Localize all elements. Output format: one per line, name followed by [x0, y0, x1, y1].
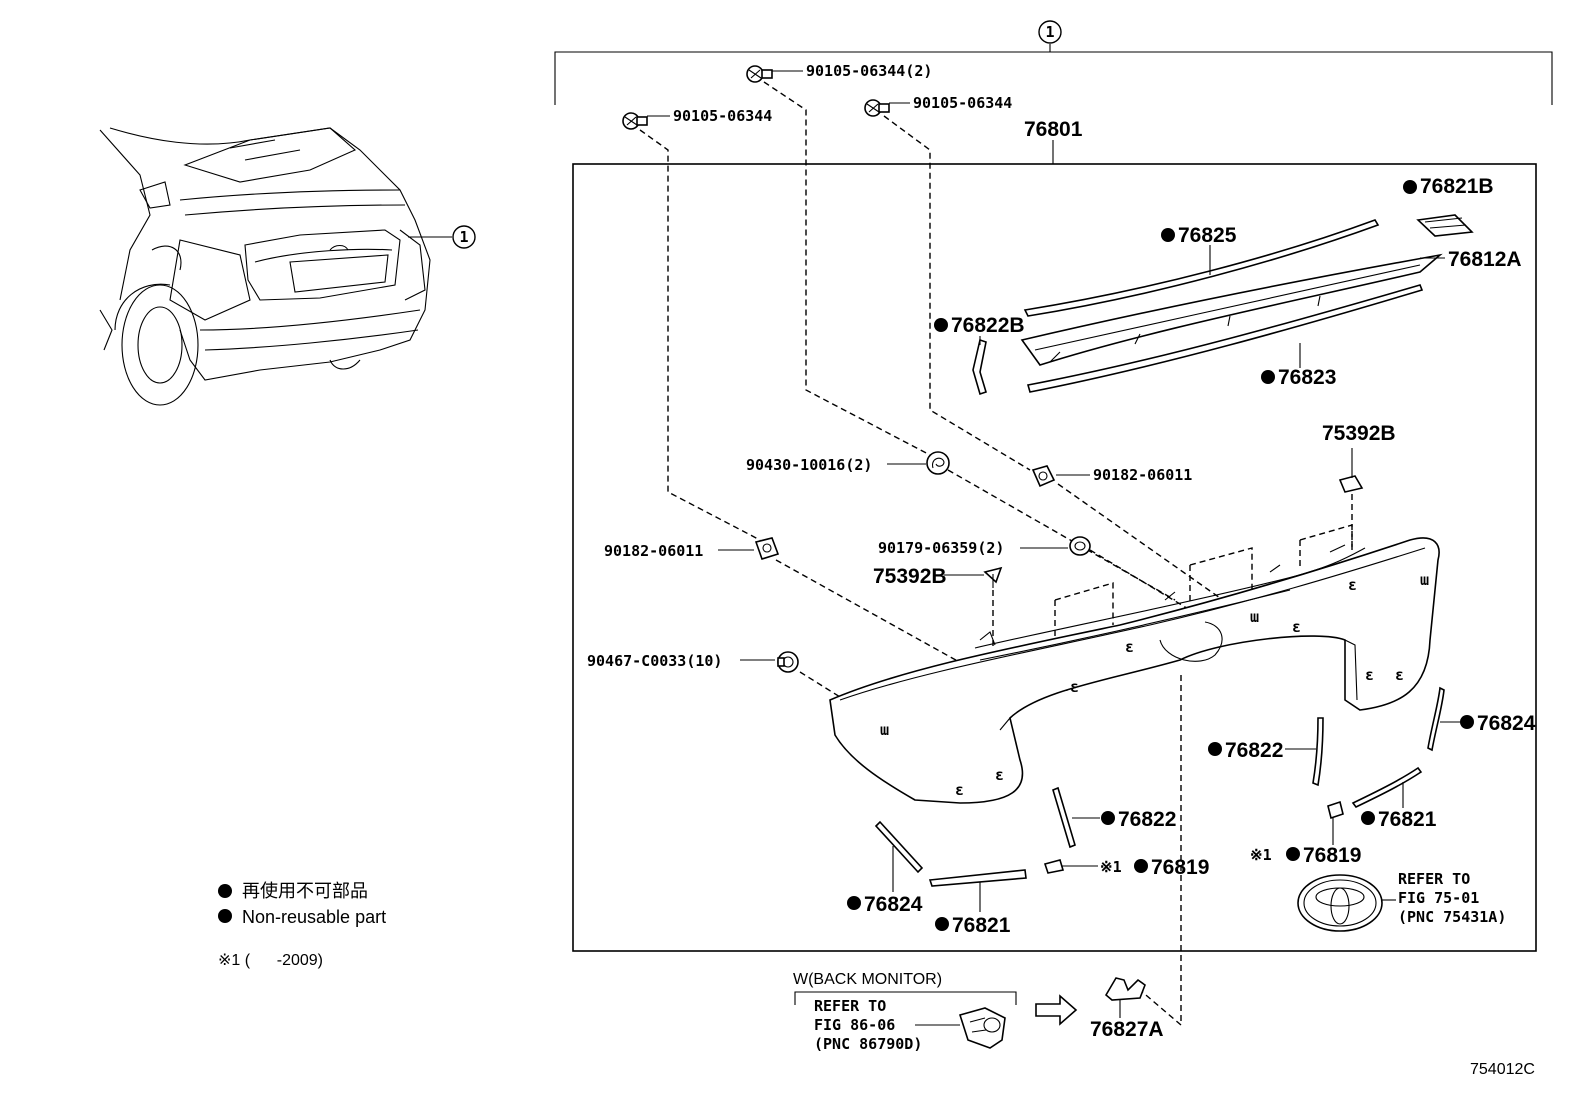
part-75392B-left-icon	[983, 566, 1003, 588]
vehicle-callout-badge: 1	[452, 225, 476, 249]
part-76819-right-icon	[1327, 800, 1344, 820]
emblem-ref-line2: FIG 75-01	[1398, 889, 1479, 907]
svg-text:ε: ε	[995, 766, 1004, 784]
non-reusable-mark	[1134, 859, 1148, 873]
svg-text:ε: ε	[1348, 576, 1357, 594]
back-monitor-ref-line1: REFER TO	[814, 997, 886, 1015]
clip-icon	[777, 651, 799, 673]
non-reusable-mark	[1286, 847, 1300, 861]
bolt-icon	[864, 99, 890, 117]
label-76822B: 76822B	[951, 314, 1025, 337]
label-90105-06344-right: 90105-06344	[913, 94, 1012, 112]
label-76825: 76825	[1178, 224, 1237, 247]
non-reusable-mark	[934, 318, 948, 332]
non-reusable-mark	[1460, 715, 1474, 729]
svg-text:ε: ε	[1292, 618, 1301, 636]
label-90182-06011-right: 90182-06011	[1093, 466, 1192, 484]
label-90467-C0033-10: 90467-C0033(10)	[587, 652, 722, 670]
svg-text:ɯ: ɯ	[1250, 608, 1259, 626]
emblem-ref-line3: (PNC 75431A)	[1398, 908, 1506, 926]
part-76821B-icon	[1416, 214, 1474, 237]
note1-right: ※1	[1250, 846, 1272, 864]
assembly-callout-number: 1	[1045, 23, 1054, 41]
label-76812A: 76812A	[1448, 248, 1522, 271]
non-reusable-mark	[1361, 811, 1375, 825]
part-76822-center-strip	[1052, 786, 1076, 849]
nut-right-icon	[1031, 465, 1056, 488]
washer-icon	[926, 451, 950, 475]
svg-text:ɯ: ɯ	[1420, 571, 1429, 589]
part-76825-strip	[1023, 219, 1380, 317]
label-76822-center: 76822	[1118, 808, 1176, 831]
nut-left-icon	[754, 537, 780, 560]
emblem-ref-line1: REFER TO	[1398, 870, 1470, 888]
bolt-icon	[746, 65, 773, 83]
part-75392B-right-icon	[1338, 475, 1364, 493]
non-reusable-mark	[1208, 742, 1222, 756]
part-76812A-spoiler	[1020, 253, 1443, 366]
label-75392B-right: 75392B	[1322, 422, 1396, 445]
label-76824-left: 76824	[864, 893, 923, 916]
label-90430-10016-2: 90430-10016(2)	[746, 456, 872, 474]
figure-code: 754012C	[1470, 1061, 1535, 1078]
part-76827A-icon	[1104, 977, 1146, 1001]
non-reusable-mark	[847, 896, 861, 910]
svg-text:ɯ: ɯ	[880, 721, 889, 739]
legend-japanese: 再使用不可部品	[242, 881, 368, 901]
label-90182-06011-left: 90182-06011	[604, 542, 703, 560]
part-76819-center-icon	[1043, 859, 1065, 874]
label-76819-center: 76819	[1151, 856, 1209, 879]
non-reusable-mark	[1403, 180, 1417, 194]
part-76822-right-strip	[1312, 717, 1324, 787]
part-76821-right-strip	[1351, 766, 1423, 809]
assembly-box	[572, 163, 1537, 952]
part-76821-left-strip	[928, 869, 1027, 887]
label-90105-06344-2: 90105-06344(2)	[806, 62, 932, 80]
non-reusable-mark	[935, 917, 949, 931]
label-76824-right: 76824	[1477, 712, 1536, 735]
vehicle-rear-illustration	[99, 127, 431, 406]
emblem-icon	[1297, 874, 1383, 932]
legend-note: ※1 ( -2009)	[218, 952, 323, 969]
back-monitor-ref-line2: FIG 86-06	[814, 1016, 895, 1034]
arrow-right-icon	[1035, 994, 1078, 1026]
non-reusable-mark	[1161, 228, 1175, 242]
label-90179-06359-2: 90179-06359(2)	[878, 539, 1004, 557]
label-75392B-left: 75392B	[873, 565, 947, 588]
legend-english: Non-reusable part	[242, 907, 386, 927]
svg-text:ε: ε	[1395, 666, 1404, 684]
assembly-bracket: 1	[554, 20, 1553, 105]
svg-text:ε: ε	[1365, 666, 1374, 684]
legend: 再使用不可部品 Non-reusable part ※1 ( -2009)	[218, 881, 386, 969]
vehicle-callout-number: 1	[459, 228, 468, 246]
camera-icon	[958, 1007, 1006, 1049]
non-reusable-mark	[1261, 370, 1275, 384]
back-door-garnish-panel: ɯ ε ε ε ε ɯ ε ε ε ε ɯ	[829, 537, 1440, 804]
part-76824-right-strip	[1427, 686, 1445, 752]
label-76823: 76823	[1278, 366, 1336, 389]
label-90105-06344-left: 90105-06344	[673, 107, 772, 125]
label-76821-left: 76821	[952, 914, 1011, 937]
svg-text:ε: ε	[1125, 638, 1134, 656]
part-76823-strip	[1026, 284, 1424, 393]
back-monitor-title: W(BACK MONITOR)	[793, 971, 942, 988]
label-76827A: 76827A	[1090, 1018, 1164, 1041]
non-reusable-mark	[218, 884, 232, 898]
label-76821B-text: 76821B	[1420, 175, 1494, 198]
part-76822B-icon	[972, 338, 987, 396]
svg-text:ε: ε	[955, 781, 964, 799]
assembly-part-number: 76801	[1024, 118, 1083, 141]
grommet-icon	[1069, 536, 1091, 556]
non-reusable-mark	[218, 909, 232, 923]
svg-text:ε: ε	[1070, 678, 1079, 696]
back-monitor-ref-line3: (PNC 86790D)	[814, 1035, 922, 1053]
bolt-icon	[622, 112, 648, 130]
non-reusable-mark	[1101, 811, 1115, 825]
part-76824-left-strip	[874, 820, 924, 874]
label-76819-right: 76819	[1303, 844, 1361, 867]
label-76822-right: 76822	[1225, 739, 1283, 762]
label-76821-right: 76821	[1378, 808, 1437, 831]
note1-center: ※1	[1100, 858, 1122, 876]
